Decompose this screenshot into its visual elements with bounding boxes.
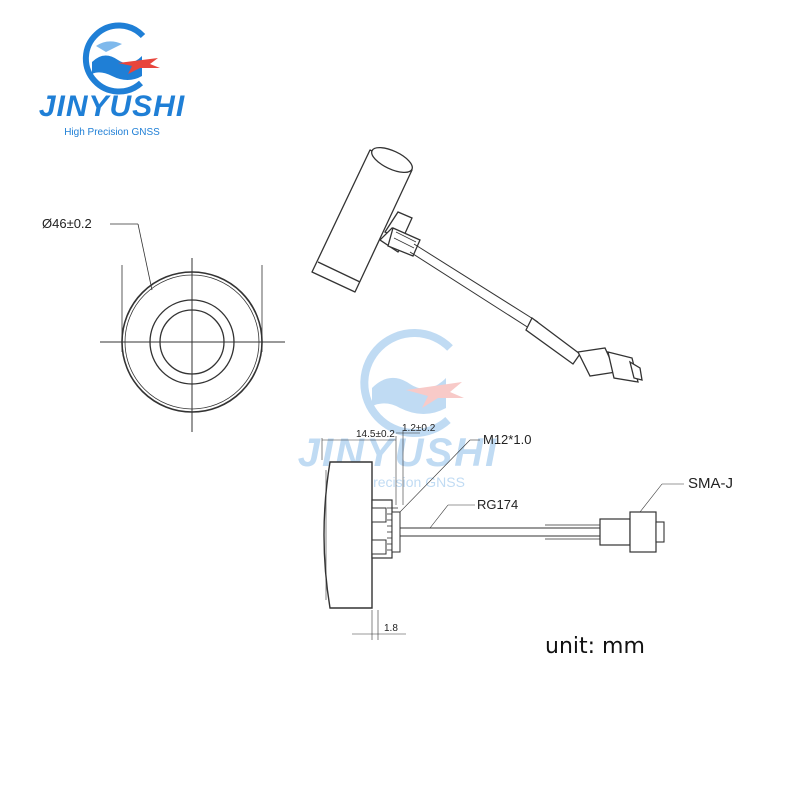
- isometric-view: [311, 146, 643, 383]
- connector-label: SMA-J: [688, 475, 733, 492]
- diameter-label: Ø46±0.2: [42, 216, 92, 231]
- logo-name: JINYUSHI: [39, 90, 185, 123]
- watermark-name: JINYUSHI: [298, 431, 499, 475]
- logo-emblem-icon: [82, 22, 160, 95]
- side-view: [321, 430, 684, 640]
- cable-label: RG174: [477, 497, 518, 512]
- thread-label: M12*1.0: [483, 432, 531, 447]
- nut-width-dimension-label: 1.2±0.2: [402, 423, 436, 434]
- top-view: [100, 223, 285, 432]
- brand-logo: JINYUSHI High Precision GNSS: [39, 22, 185, 138]
- watermark-emblem-icon: [360, 329, 464, 438]
- height-dimension-label: 14.5±0.2: [356, 429, 395, 440]
- watermark-logo: JINYUSHI High Precision GNSS: [298, 329, 499, 490]
- unit-label: unit: mm: [545, 634, 645, 659]
- logo-tagline: High Precision GNSS: [64, 127, 160, 138]
- base-dimension-label: 1.8: [384, 623, 398, 634]
